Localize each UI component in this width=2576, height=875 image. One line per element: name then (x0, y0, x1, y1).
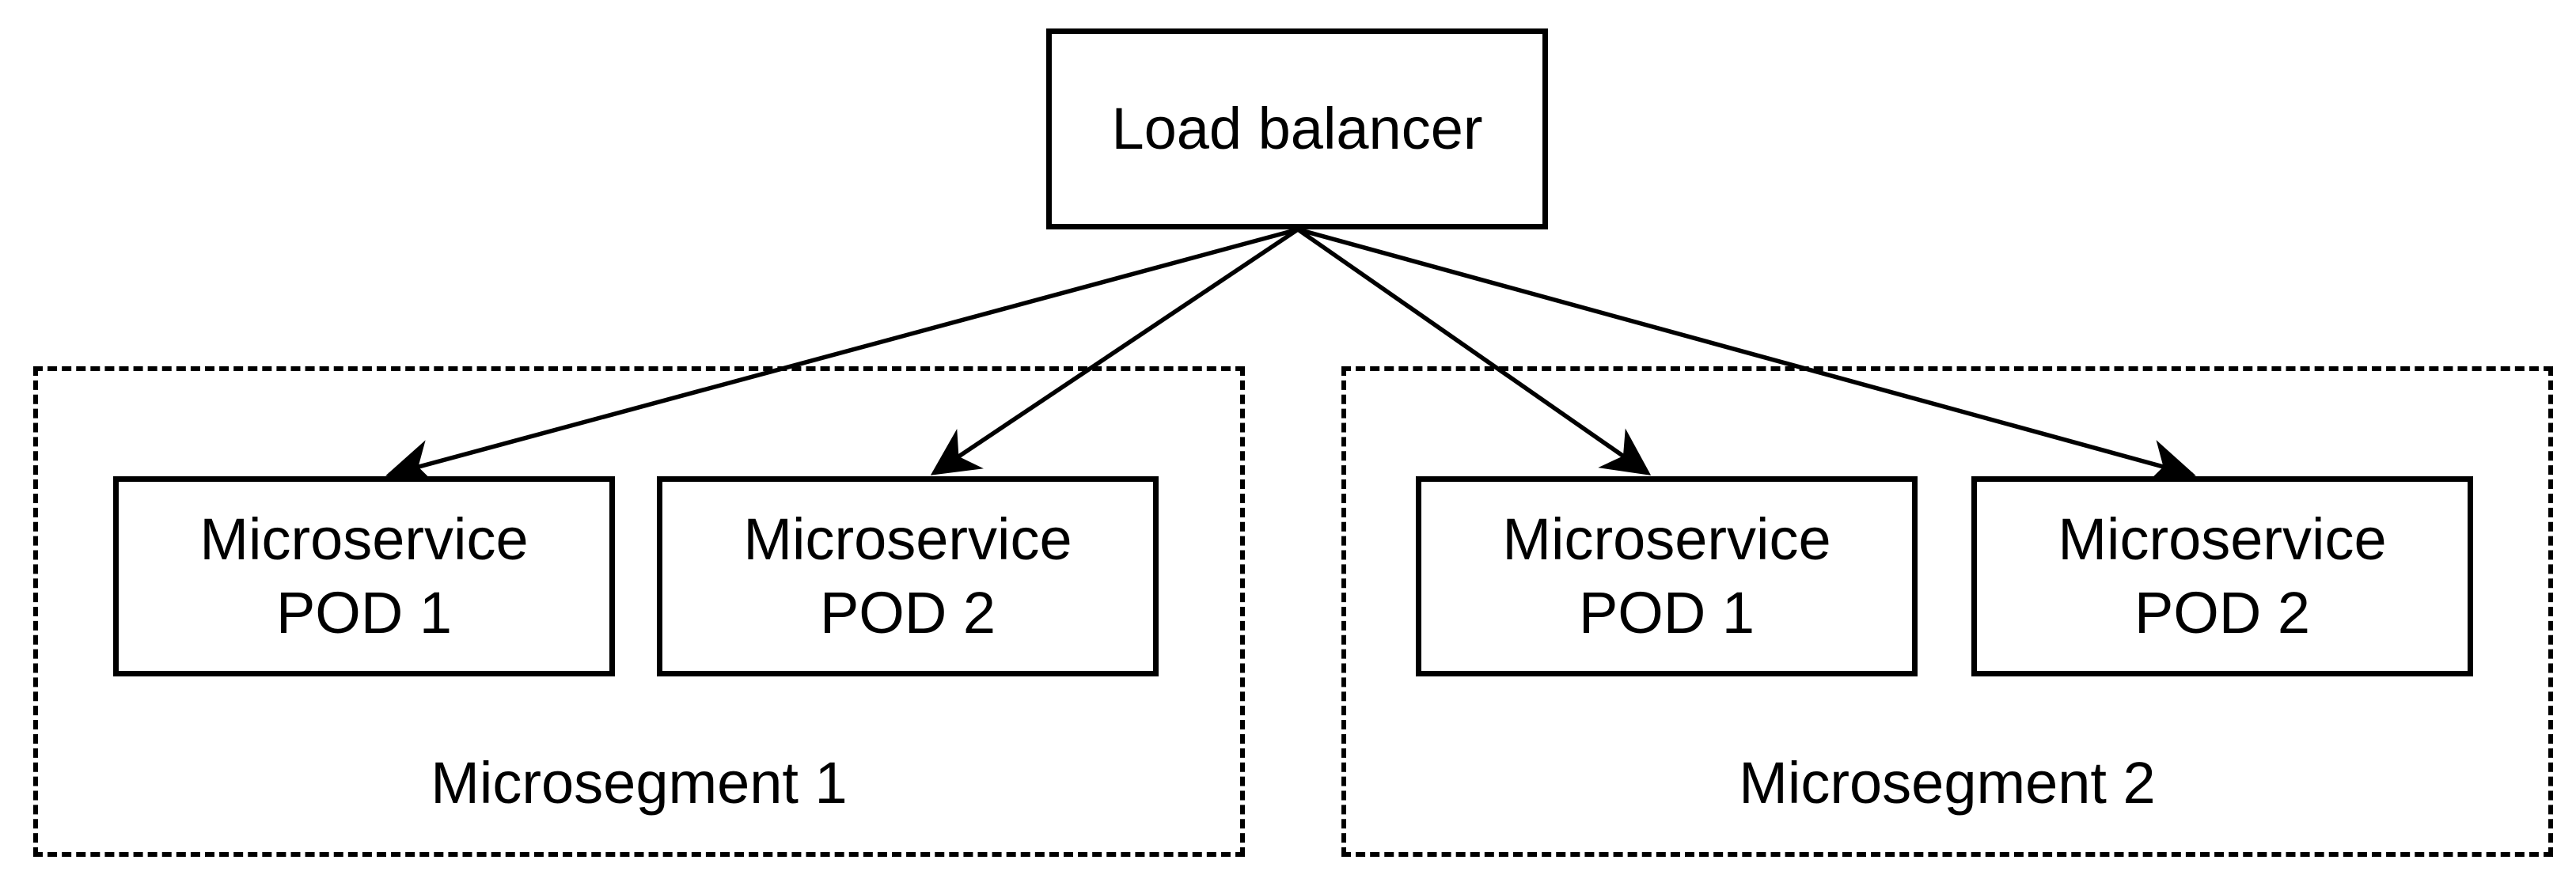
pod-label-line2: POD 2 (2134, 579, 2311, 646)
pod-label: Microservice POD 2 (743, 503, 1072, 650)
pod-label-line1: Microservice (1502, 506, 1831, 572)
pod-label: Microservice POD 1 (199, 503, 528, 650)
microsegment-2-pod-1-node: Microservice POD 1 (1416, 476, 1918, 676)
microsegment-2-label: Microsegment 2 (1739, 750, 2156, 816)
pod-label-line1: Microservice (2058, 506, 2387, 572)
pod-label: Microservice POD 2 (2058, 503, 2386, 650)
load-balancer-label: Load balancer (1111, 95, 1483, 161)
pod-label-line1: Microservice (199, 506, 529, 572)
pod-label-line1: Microservice (743, 506, 1072, 572)
microsegment-1-pod-1-node: Microservice POD 1 (113, 476, 615, 676)
microsegment-1-label: Microsegment 1 (431, 750, 848, 816)
microsegment-2-group: Microservice POD 1 Microservice POD 2 Mi… (1341, 366, 2553, 857)
pod-label-line2: POD 2 (819, 579, 996, 646)
pod-label-line2: POD 1 (275, 579, 453, 646)
microsegment-1-pod-2-node: Microservice POD 2 (657, 476, 1159, 676)
microsegment-1-group: Microservice POD 1 Microservice POD 2 Mi… (33, 366, 1245, 857)
pod-label: Microservice POD 1 (1502, 503, 1831, 650)
microsegment-2-pod-2-node: Microservice POD 2 (1971, 476, 2473, 676)
load-balancer-node: Load balancer (1046, 28, 1548, 229)
pod-label-line2: POD 1 (1578, 579, 1755, 646)
